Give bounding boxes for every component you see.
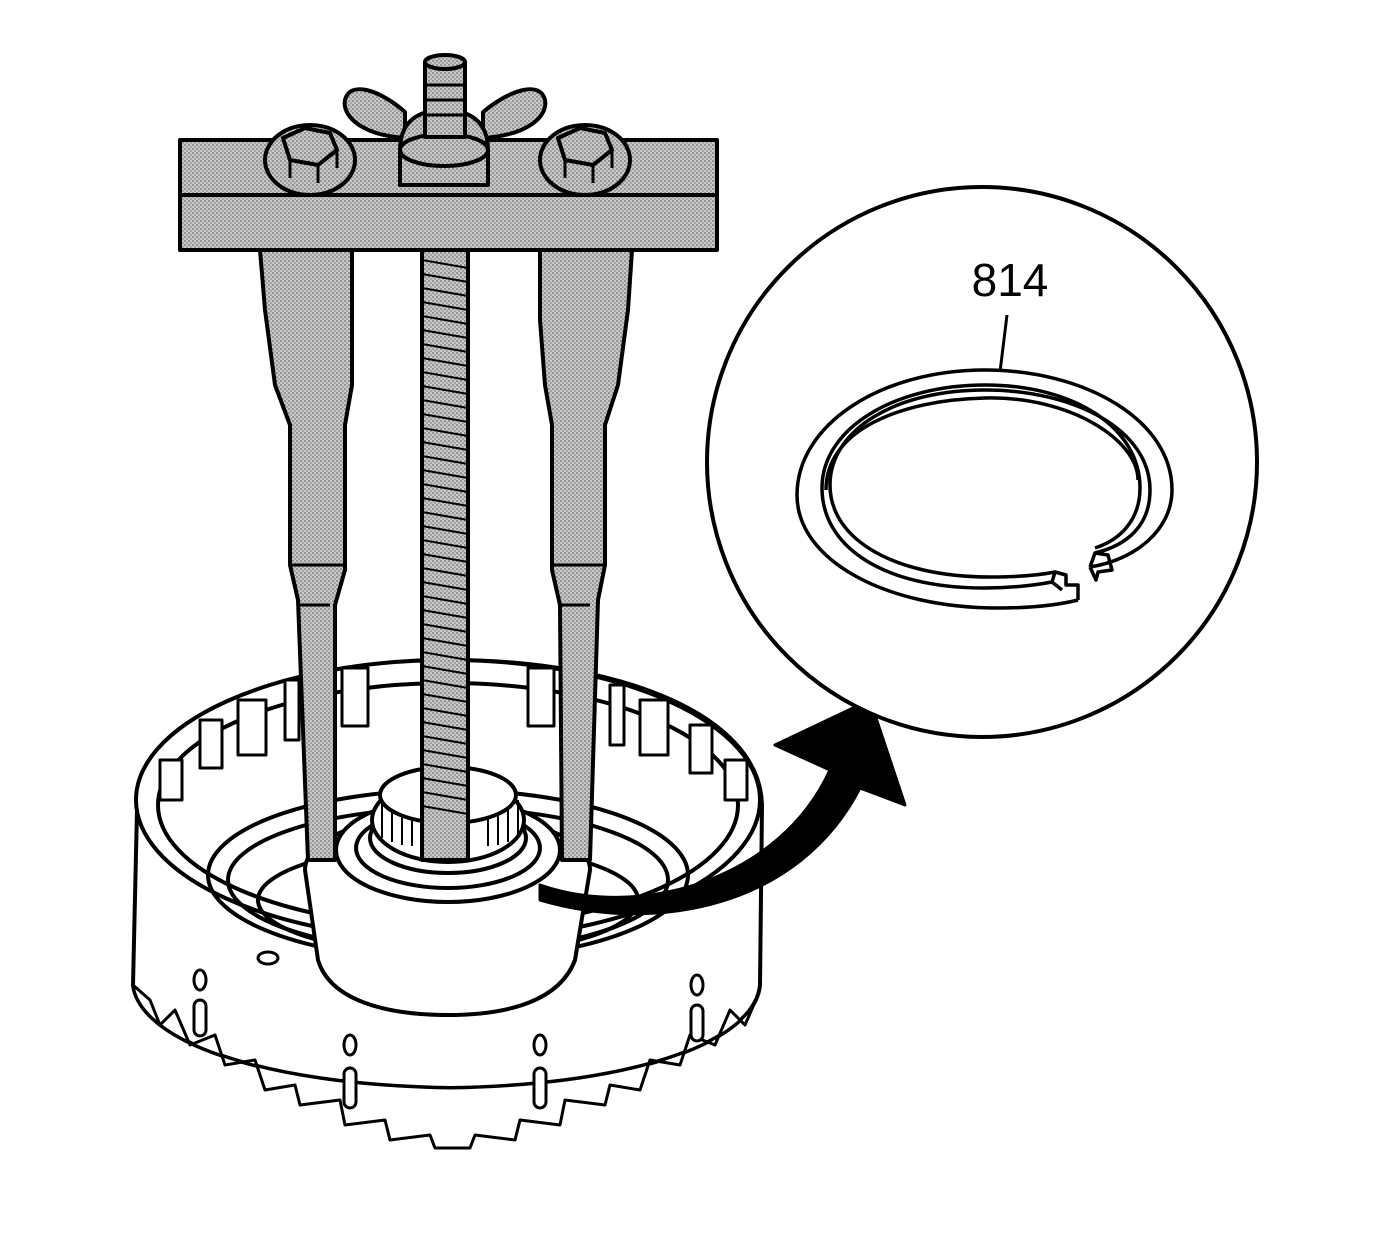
curved-arrow-icon <box>538 698 907 916</box>
hex-bolt-right <box>538 123 632 197</box>
callout-leader <box>998 314 1009 373</box>
rim-slots <box>158 666 749 802</box>
snap-ring <box>795 368 1174 610</box>
drum-holes <box>192 950 705 1110</box>
hex-bolt-left <box>263 123 357 197</box>
left-leg <box>258 248 354 862</box>
callout-label: 814 <box>972 254 1049 306</box>
right-leg <box>538 248 634 862</box>
threaded-rod <box>420 138 470 862</box>
detail-view <box>705 185 1259 739</box>
compressor-tool <box>178 53 719 862</box>
wing-nut <box>342 53 548 187</box>
detail-circle <box>705 185 1259 739</box>
drum-teeth <box>131 983 762 1150</box>
